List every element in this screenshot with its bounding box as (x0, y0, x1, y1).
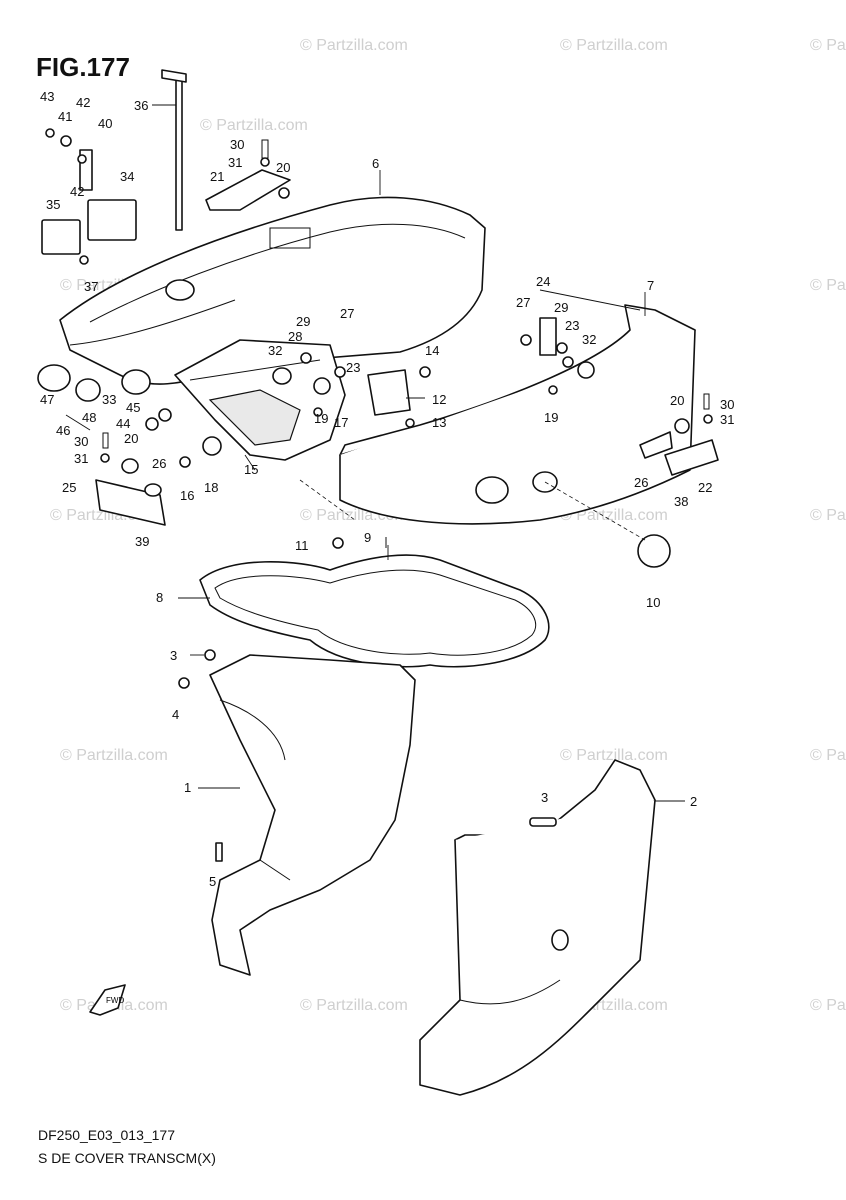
watermark-text: © Partzilla.com (810, 37, 846, 54)
callout-label: 23 (346, 360, 360, 375)
watermark-layer: © Partzilla.com © Partzilla.com © Partzi… (50, 37, 846, 1014)
cap-10 (544, 481, 671, 568)
callout-label: 32 (582, 332, 596, 347)
callout-label: 16 (180, 488, 194, 503)
callout-label: 35 (46, 197, 60, 212)
grip-handle-21 (205, 139, 291, 211)
callout-label: 31 (74, 451, 88, 466)
callout-label: 29 (296, 314, 310, 329)
callout-label: 31 (720, 412, 734, 427)
callout-label: 3 (170, 648, 177, 663)
callout-label: 20 (670, 393, 684, 408)
callout-label: 45 (126, 400, 140, 415)
callout-label: 4 (172, 707, 179, 722)
callout-label: 15 (244, 462, 258, 477)
watermark-text: © Partzilla.com (810, 997, 846, 1014)
seal-ring-8 (199, 554, 550, 668)
watermark-text: © Partzilla.com (200, 117, 308, 134)
callout-label: 36 (134, 98, 148, 113)
callout-label: 42 (70, 184, 84, 199)
lower-cover-starboard (419, 759, 656, 1096)
callout-label: 40 (98, 116, 112, 131)
figure-code: DF250_E03_013_177 (38, 1127, 176, 1143)
callout-label: 48 (82, 410, 96, 425)
watermark-text: © Partzilla.com (300, 37, 408, 54)
watermark-text: © Partzilla.com (60, 747, 168, 764)
callout-label: 26 (152, 456, 166, 471)
callout-label: 14 (425, 343, 439, 358)
callout-label: 21 (210, 169, 224, 184)
callout-label: 30 (74, 434, 88, 449)
callout-label: 13 (432, 415, 446, 430)
callout-label: 33 (102, 392, 116, 407)
callout-label: 1 (184, 780, 191, 795)
forward-arrow-icon: FWD (89, 984, 126, 1016)
callout-label: 3 (541, 790, 548, 805)
callout-label: 44 (116, 416, 130, 431)
callout-label: 6 (372, 156, 379, 171)
callout-label: 37 (84, 279, 98, 294)
callout-label: 8 (156, 590, 163, 605)
lower-bracket (174, 339, 346, 461)
callout-label: 42 (76, 95, 90, 110)
callout-label: 43 (40, 89, 54, 104)
watermark-text: © Partzilla.com (810, 277, 846, 294)
callout-label: 47 (40, 392, 54, 407)
callout-label: 22 (698, 480, 712, 495)
callout-label: 32 (268, 343, 282, 358)
callout-label: 27 (340, 306, 354, 321)
grip-handle-25 (95, 432, 222, 526)
lower-cover-port (178, 649, 416, 976)
callout-label: 46 (56, 423, 70, 438)
callout-label: 18 (204, 480, 218, 495)
callout-label: 7 (647, 278, 654, 293)
callout-label: 19 (314, 411, 328, 426)
callout-label: 30 (720, 397, 734, 412)
figure-name: S DE COVER TRANSCM(X) (38, 1150, 216, 1166)
grip-handle-22 (639, 393, 719, 476)
latch-parts-upper-left (41, 69, 187, 265)
callout-label: 31 (228, 155, 242, 170)
callout-label: 20 (276, 160, 290, 175)
callout-label: 28 (288, 329, 302, 344)
side-cover-starboard (339, 289, 696, 525)
bracket-parts-starboard (520, 317, 595, 395)
bracket-parts-mid (272, 352, 431, 428)
watermark-text: © Partzilla.com (560, 747, 668, 764)
watermark-text: © Partzilla.com (300, 997, 408, 1014)
svg-text:FWD: FWD (106, 996, 124, 1005)
callout-label: 20 (124, 431, 138, 446)
callout-label: 10 (646, 595, 660, 610)
callout-label: 2 (690, 794, 697, 809)
callout-label: 34 (120, 169, 134, 184)
watermark-text: © Partzilla.com (810, 747, 846, 764)
callout-label: 9 (364, 530, 371, 545)
callout-labels: 43 42 41 40 42 34 35 37 36 30 31 20 21 6… (40, 89, 734, 889)
callout-label: 24 (536, 274, 550, 289)
leader-lines (65, 104, 685, 802)
callout-label: 25 (62, 480, 76, 495)
figure-title: FIG.177 (36, 52, 130, 82)
callout-label: 26 (634, 475, 648, 490)
screws-9-11 (299, 479, 387, 549)
callout-label: 5 (209, 874, 216, 889)
callout-label: 27 (516, 295, 530, 310)
callout-label: 41 (58, 109, 72, 124)
watermark-text: © Partzilla.com (560, 507, 668, 524)
callout-label: 19 (544, 410, 558, 425)
callout-label: 23 (565, 318, 579, 333)
callout-label: 12 (432, 392, 446, 407)
grommets-left (37, 364, 172, 431)
callout-label: 17 (334, 415, 348, 430)
callout-label: 29 (554, 300, 568, 315)
callout-label: 39 (135, 534, 149, 549)
callout-label: 11 (295, 538, 309, 553)
callout-label: 30 (230, 137, 244, 152)
watermark-text: © Partzilla.com (560, 37, 668, 54)
callout-label: 38 (674, 494, 688, 509)
upper-side-cover-port (59, 196, 486, 385)
watermark-text: © Partzilla.com (810, 507, 846, 524)
